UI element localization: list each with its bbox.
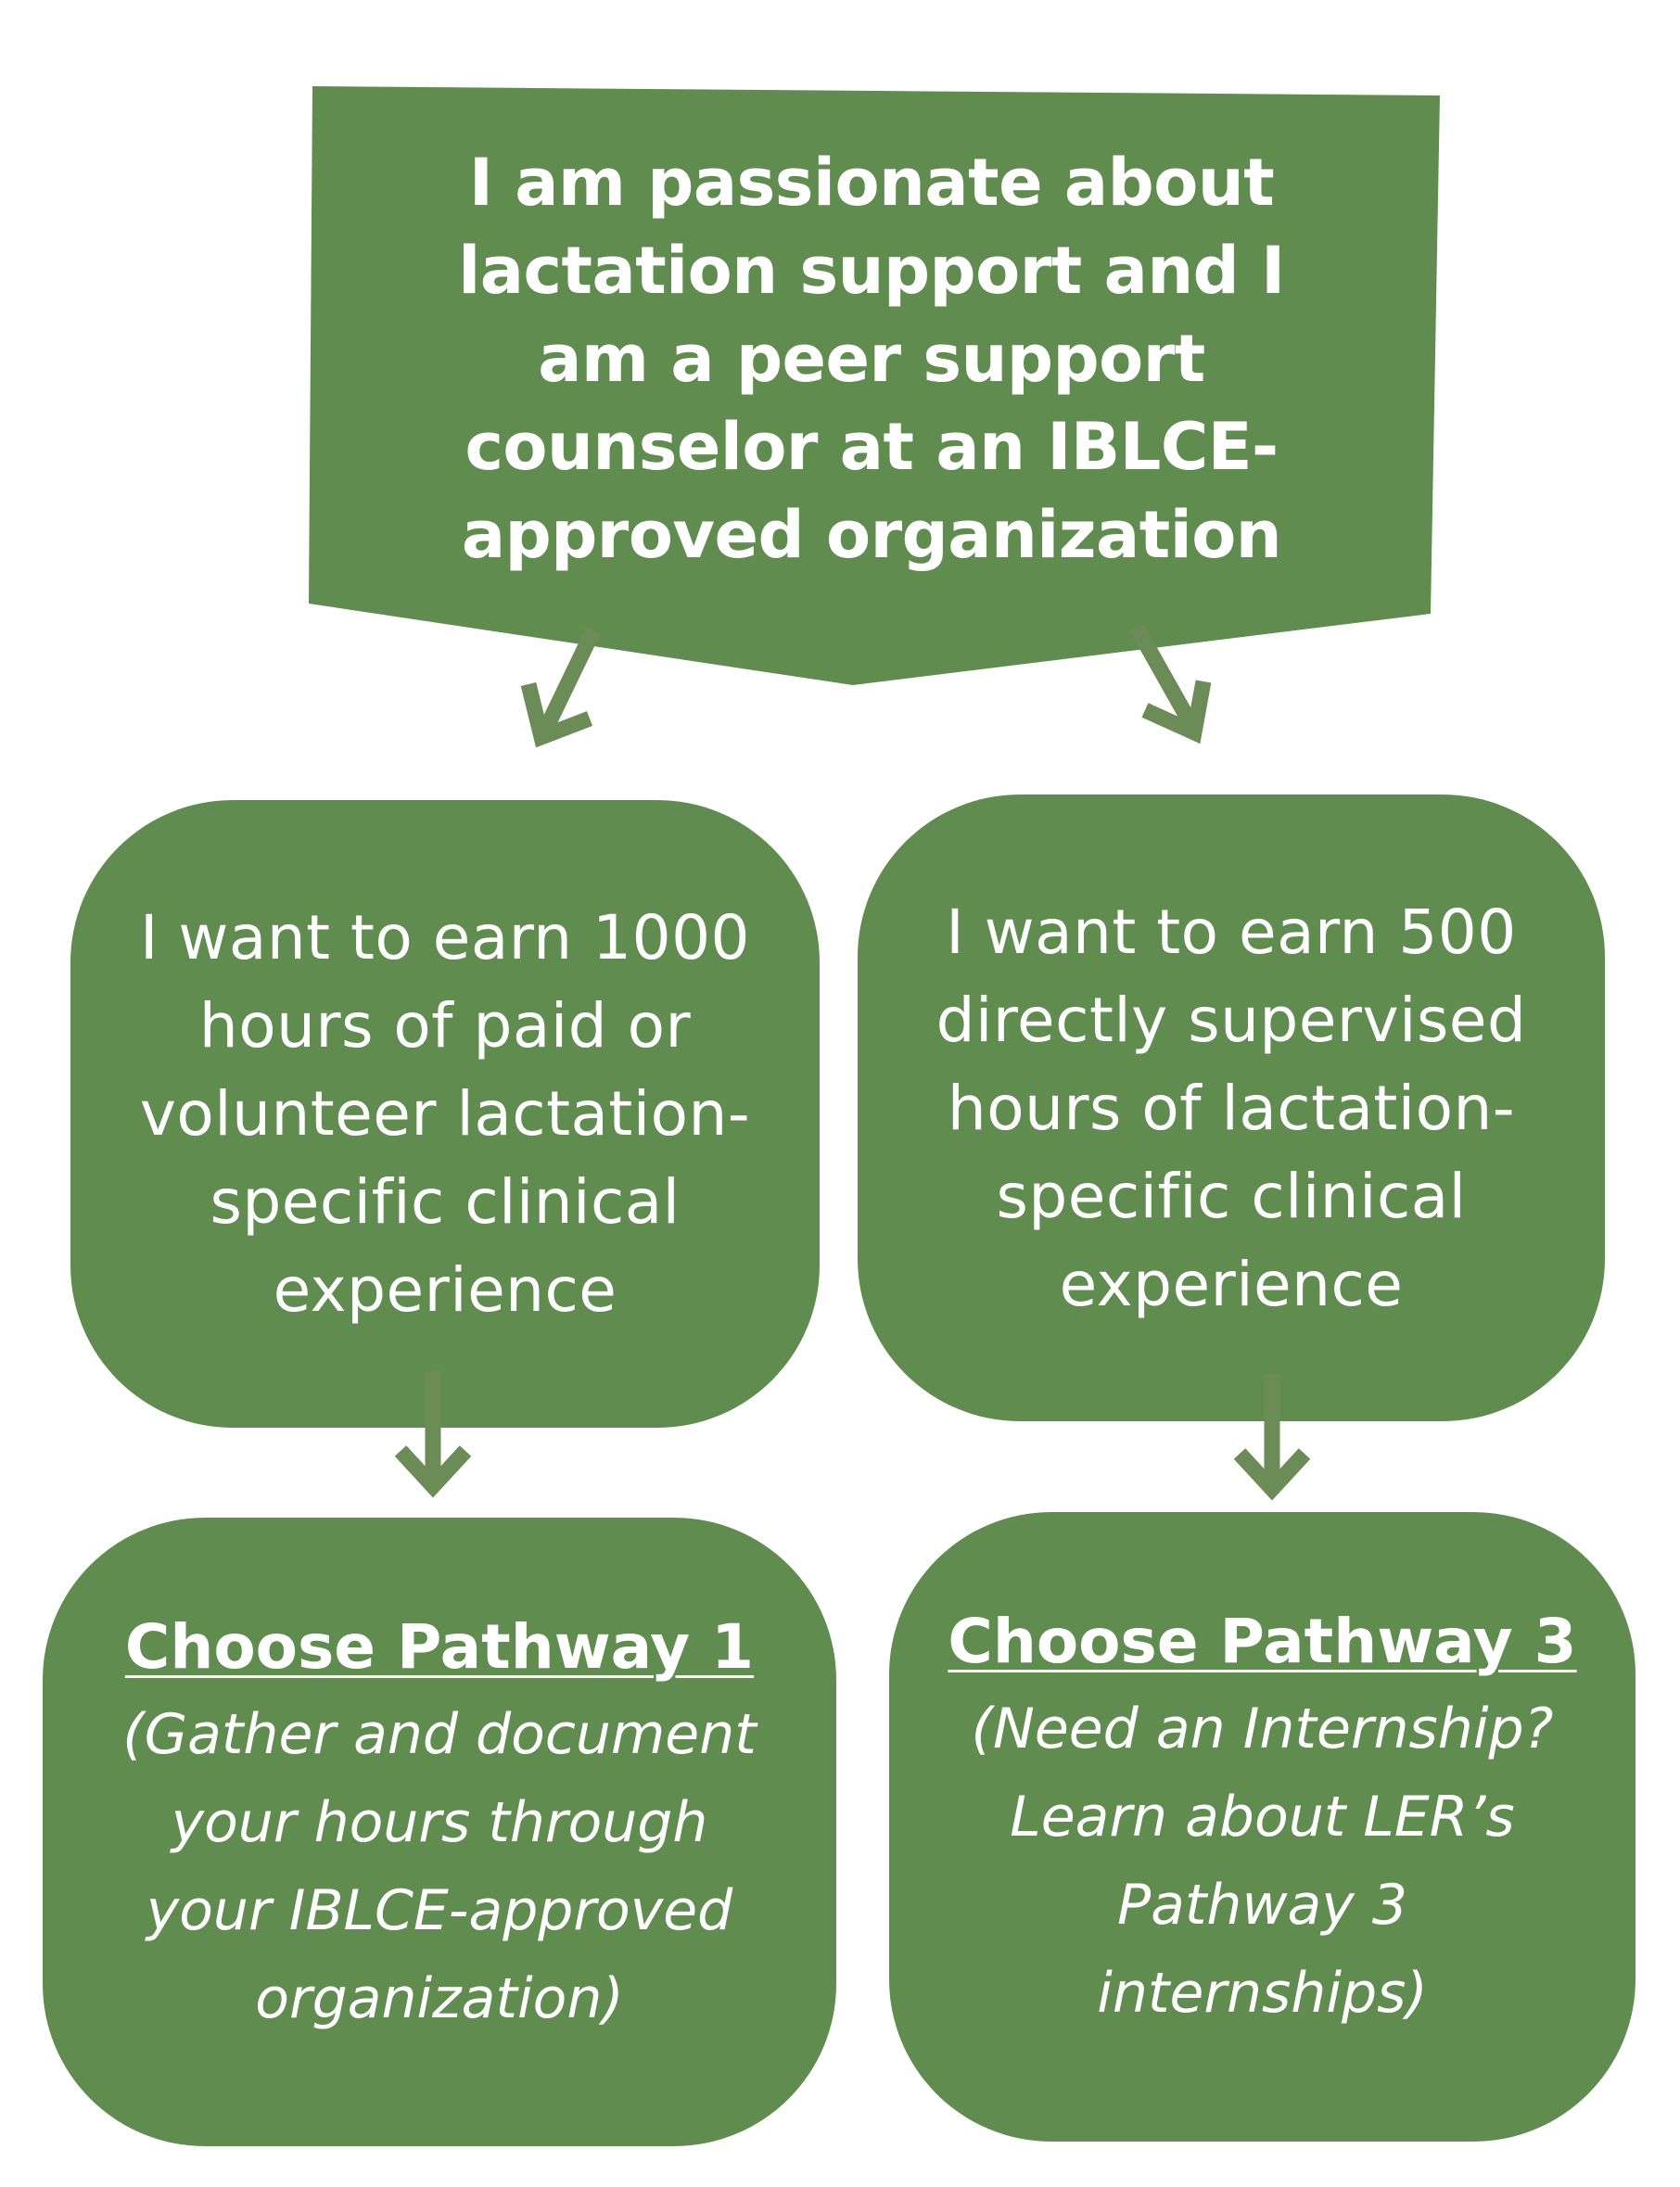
pathway-1-link[interactable]: Choose Pathway 1 <box>124 1610 755 1683</box>
start-node-line: counselor at an IBLCE- <box>465 409 1279 485</box>
arrow-down-right-icon <box>1129 623 1212 744</box>
option-line: directly supervised <box>935 984 1527 1056</box>
start-node-line: lactation support and I <box>458 233 1285 309</box>
pathway-1-description: (Gather and document your hours through … <box>122 1691 757 2043</box>
description-line: organization) <box>255 1965 624 2031</box>
option-line: I want to earn 500 <box>946 896 1517 968</box>
option-line: I want to earn 1000 <box>139 902 751 973</box>
arrow-down-left-icon <box>520 627 601 748</box>
start-node-line: am a peer support <box>538 321 1205 397</box>
description-line: Learn about LER’s <box>1010 1785 1515 1850</box>
pathway-1-node[interactable]: Choose Pathway 1 (Gather and document yo… <box>43 1518 836 2146</box>
option-500-hours-text: I want to earn 500 directly supervised h… <box>936 888 1527 1329</box>
pathway-3-node[interactable]: Choose Pathway 3 (Need an Internship? Le… <box>889 1512 1635 2142</box>
option-500-hours: I want to earn 500 directly supervised h… <box>858 795 1605 1421</box>
start-node-line: approved organization <box>461 497 1282 573</box>
option-line: specific clinical <box>996 1160 1467 1232</box>
start-node-text: I am passionate about lactation support … <box>352 139 1391 579</box>
option-1000-hours: I want to earn 1000 hours of paid or vol… <box>70 800 820 1428</box>
description-line: internships) <box>1097 1961 1428 2026</box>
description-line: your hours through <box>171 1789 708 1855</box>
option-line: hours of lactation- <box>947 1072 1516 1144</box>
pathway-3-description: (Need an Internship? Learn about LER’s P… <box>972 1685 1554 2038</box>
option-line: hours of paid or <box>198 990 692 1062</box>
option-line: experience <box>273 1254 617 1326</box>
description-line: Pathway 3 <box>1116 1873 1408 1938</box>
description-line: your IBLCE-approved <box>146 1877 733 1943</box>
option-line: specific clinical <box>210 1166 681 1238</box>
option-line: volunteer lactation- <box>139 1078 751 1150</box>
option-1000-hours-text: I want to earn 1000 hours of paid or vol… <box>140 894 750 1334</box>
pathway-3-link[interactable]: Choose Pathway 3 <box>948 1606 1577 1677</box>
option-line: experience <box>1059 1248 1404 1320</box>
description-line: (Need an Internship? <box>971 1697 1554 1761</box>
description-line: (Gather and document <box>122 1701 757 1767</box>
start-node-line: I am passionate about <box>468 145 1275 221</box>
